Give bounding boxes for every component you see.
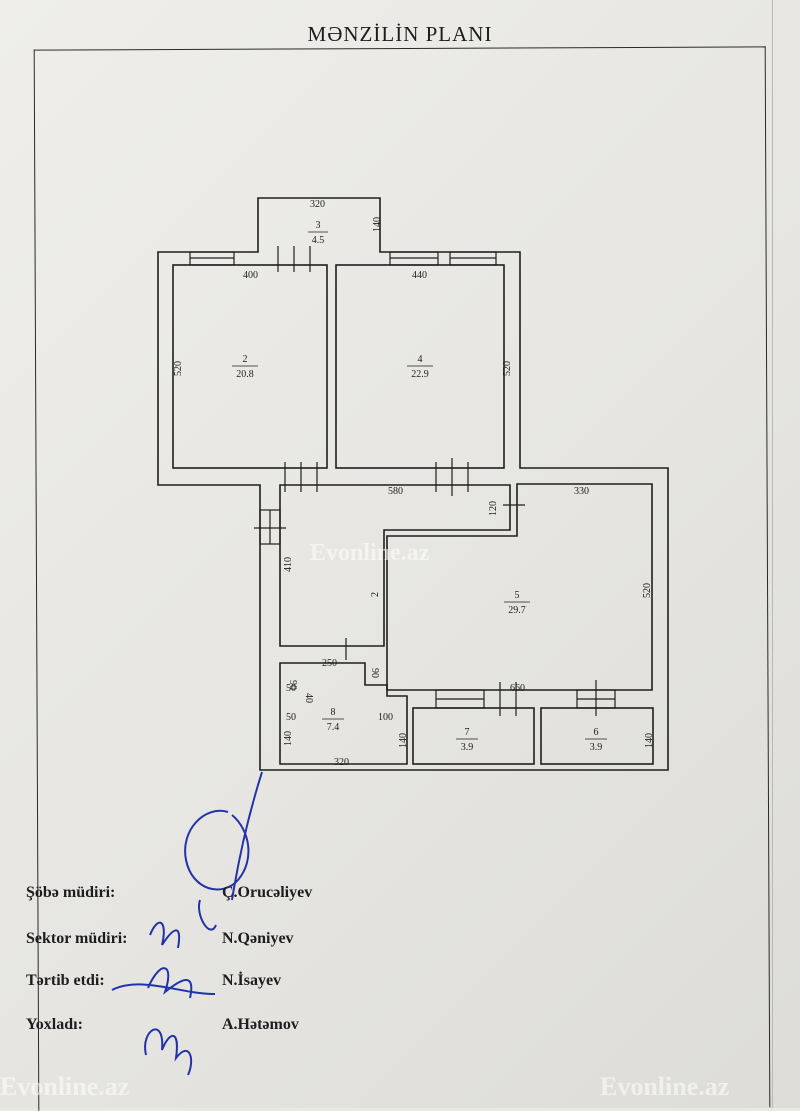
room-4-area: 22.9	[411, 369, 429, 380]
watermark-bottom-right: Evonline.az	[600, 1072, 730, 1101]
room-5-outline	[386, 483, 653, 691]
room-4-number: 4	[418, 354, 423, 365]
room-7-outline	[412, 707, 535, 765]
dim-50-b: 50	[286, 712, 296, 723]
room-6-number: 6	[594, 727, 599, 738]
dim-50-a: 50	[286, 683, 296, 694]
dim-120: 120	[488, 501, 499, 516]
dim-330: 330	[574, 486, 589, 497]
room-8-area: 7.4	[327, 722, 340, 733]
windows	[189, 251, 616, 709]
signature-1	[184, 771, 263, 901]
dim-90-a: 90	[287, 680, 298, 690]
dim-140-top: 140	[372, 217, 383, 232]
signature-strokes	[111, 771, 263, 1076]
room-8-outline	[279, 662, 408, 765]
dim-250: 250	[322, 658, 337, 669]
signature-name-3: N.İsayev	[222, 972, 282, 989]
dim-320-bottom: 320	[334, 757, 349, 768]
dim-520-right: 520	[502, 361, 513, 376]
dim-140-c: 140	[644, 733, 655, 748]
signature-role-4: Yoxladı:	[26, 1016, 83, 1033]
room-7-area: 3.9	[461, 742, 474, 753]
signature-3	[111, 967, 216, 999]
signature-name-1: Ç.Orucəliyev	[222, 884, 313, 901]
dim-580: 580	[388, 486, 403, 497]
dim-520-left: 520	[173, 361, 184, 376]
dim-520-room5: 520	[642, 583, 653, 598]
outer-wall	[157, 197, 669, 771]
room-2-area: 20.8	[236, 369, 254, 380]
dim-400: 400	[243, 270, 258, 281]
room-4-outline	[335, 264, 505, 469]
room-2-number: 2	[243, 354, 248, 365]
dim-2: 2	[370, 592, 381, 597]
dim-140-b: 140	[398, 733, 409, 748]
dim-100: 100	[378, 712, 393, 723]
room-3-area: 4.5	[312, 235, 325, 246]
dim-90-b: 90	[369, 668, 380, 678]
corridor-outline	[279, 484, 511, 647]
page-title: MƏNZİLİN PLANI	[307, 22, 493, 46]
dim-320-top: 320	[310, 199, 325, 210]
room-5-number: 5	[515, 590, 520, 601]
signature-role-2: Sektor müdiri:	[26, 930, 128, 947]
signature-2	[149, 899, 217, 949]
dim-660: 660	[510, 683, 525, 694]
signature-role-3: Tərtib etdi:	[26, 972, 105, 989]
room-8-number: 8	[331, 707, 336, 718]
dim-40: 40	[303, 693, 314, 703]
room-5-area: 29.7	[508, 605, 526, 616]
signature-name-4: A.Hətəmov	[222, 1016, 299, 1033]
signature-role-1: Şöbə müdiri:	[26, 884, 116, 901]
watermark-bottom-left: Evonline.az	[0, 1072, 130, 1101]
dim-410: 410	[283, 557, 294, 572]
room-2-outline	[172, 264, 328, 469]
dim-440: 440	[412, 270, 427, 281]
paper-edge	[772, 0, 773, 1108]
watermark-center: Evonline.az	[310, 540, 430, 566]
room-6-area: 3.9	[590, 742, 603, 753]
doors	[254, 246, 597, 716]
dim-140-a: 140	[283, 731, 294, 746]
room-3-number: 3	[316, 220, 321, 231]
room-7-number: 7	[465, 727, 470, 738]
signature-4	[144, 1028, 193, 1076]
signature-name-2: N.Qəniyev	[222, 930, 294, 947]
